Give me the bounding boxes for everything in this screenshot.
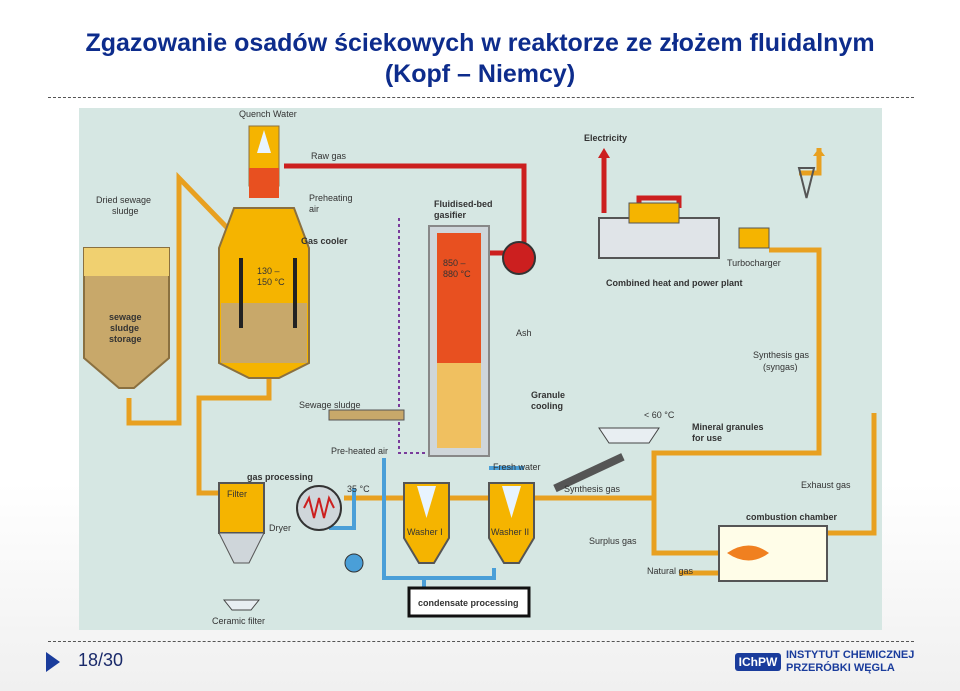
play-triangle-icon bbox=[46, 652, 60, 672]
chp-heat-exchanger bbox=[628, 202, 680, 224]
dryer-water-pipe bbox=[329, 488, 356, 530]
gasifier-label: gasifier bbox=[434, 210, 467, 220]
combustion-chamber-label: combustion chamber bbox=[746, 512, 838, 522]
granule-cooling-label: Granule bbox=[531, 390, 565, 400]
logo-line-1: INSTYTUT CHEMICZNEJ bbox=[786, 649, 915, 661]
logo-mark-text: IChPW bbox=[739, 655, 778, 669]
granule-conveyor bbox=[553, 453, 625, 493]
gas-cooler-temp-label: 130 – bbox=[257, 266, 280, 276]
surplus-gas-label: Surplus gas bbox=[589, 536, 637, 546]
fluidised-bed-label: Fluidised-bed bbox=[434, 199, 493, 209]
filter-hopper bbox=[218, 532, 265, 564]
washer-1 bbox=[403, 482, 450, 564]
ceramic-filter-tray bbox=[222, 599, 261, 611]
logo-text: INSTYTUT CHEMICZNEJ PRZERÓBKI WĘGLA bbox=[786, 649, 914, 675]
bottom-divider bbox=[48, 641, 914, 642]
top-divider bbox=[48, 97, 914, 98]
electricity-arrow bbox=[598, 148, 610, 158]
chp-engine bbox=[598, 217, 720, 259]
slide-title: Zgazowanie osadów ściekowych w reaktorze… bbox=[0, 28, 960, 90]
gas-cooler-label: Gas cooler bbox=[301, 236, 348, 246]
slide-title-line1: Zgazowanie osadów ściekowych w reaktorze… bbox=[85, 29, 875, 57]
turbocharger bbox=[738, 227, 770, 249]
preheating-air-label-2: air bbox=[309, 204, 319, 214]
storage-label-1: sewage bbox=[109, 312, 142, 322]
washer-2-spray bbox=[502, 486, 521, 518]
gasifier-hot-zone bbox=[437, 233, 481, 363]
preheated-air-label: Pre-heated air bbox=[331, 446, 388, 456]
washer-1-spray bbox=[417, 486, 436, 518]
quench-spray bbox=[257, 130, 271, 153]
mineral-granules-label: Mineral granules bbox=[692, 422, 764, 432]
gasifier-temp-label-2: 880 °C bbox=[443, 269, 471, 279]
chp-exhaust-pipe bbox=[799, 148, 822, 176]
gas-cooler-temp-label-2: 150 °C bbox=[257, 277, 285, 287]
syngas-to-chp-pipe bbox=[534, 247, 822, 501]
condensate-processing-label: condensate processing bbox=[418, 598, 519, 608]
mineral-granules-label-2: for use bbox=[692, 433, 722, 443]
quench-water-label: Quench Water bbox=[239, 109, 297, 119]
dryer-label: Dryer bbox=[269, 523, 291, 533]
gas-cooler-sludge bbox=[221, 303, 307, 363]
sludge-conveyor bbox=[328, 409, 405, 421]
water-pump bbox=[344, 553, 364, 573]
washer-2 bbox=[488, 482, 535, 564]
cooler-to-filter-pipe bbox=[196, 378, 272, 496]
dried-sludge-label-2: sludge bbox=[112, 206, 139, 216]
dryer-unit bbox=[296, 485, 342, 531]
chp-exhaust-arrow bbox=[813, 148, 825, 156]
exhaust-stack bbox=[797, 167, 816, 199]
synthesis-gas-label: Synthesis gas bbox=[564, 484, 621, 494]
preheated-air-line bbox=[398, 218, 469, 454]
raw-gas-label: Raw gas bbox=[311, 151, 347, 161]
cooler-tube-left bbox=[239, 258, 243, 328]
washer-1-label: Washer I bbox=[407, 527, 443, 537]
quench-hot-zone bbox=[249, 168, 279, 198]
condensate-processing-box bbox=[407, 586, 531, 618]
mineral-granule-tray bbox=[598, 427, 660, 444]
dryer-coil bbox=[303, 495, 335, 519]
surplus-gas-pipe bbox=[651, 498, 719, 556]
gas-processing-label: gas processing bbox=[247, 472, 313, 482]
exhaust-gas-label: Exhaust gas bbox=[801, 480, 851, 490]
turbocharger-label: Turbocharger bbox=[727, 258, 781, 268]
syngas-label-2: (syngas) bbox=[763, 362, 798, 372]
storage-label-3: storage bbox=[109, 334, 142, 344]
cooler-tube-right bbox=[293, 258, 297, 328]
logo-line-2: PRZERÓBKI WĘGLA bbox=[786, 662, 895, 674]
ceramic-filter-label: Ceramic filter bbox=[212, 616, 265, 626]
filter-label: Filter bbox=[227, 489, 247, 499]
ichpw-logo: IChPW INSTYTUT CHEMICZNEJ PRZERÓBKI WĘGL… bbox=[735, 647, 925, 681]
ash-label: Ash bbox=[516, 328, 532, 338]
exhaust-gas-pipe bbox=[824, 413, 877, 536]
washer-2-label: Washer II bbox=[491, 527, 529, 537]
electricity-label: Electricity bbox=[584, 133, 627, 143]
process-diagram: Quench Water Raw gas Preheating air Drie… bbox=[79, 108, 882, 630]
fresh-water-label: Fresh water bbox=[493, 462, 541, 472]
process-diagram-svg: Quench Water Raw gas Preheating air Drie… bbox=[83, 109, 877, 626]
syngas-label: Synthesis gas bbox=[753, 350, 810, 360]
sludge-feed-pipe bbox=[126, 171, 241, 426]
sewage-sludge-label: Sewage sludge bbox=[299, 400, 361, 410]
natural-gas-label: Natural gas bbox=[647, 566, 694, 576]
preheating-air-label: Preheating bbox=[309, 193, 353, 203]
dried-sludge-label: Dried sewage bbox=[96, 195, 151, 205]
temp-35-label: 35 °C bbox=[347, 484, 370, 494]
gasifier-bed bbox=[437, 363, 481, 448]
storage-label-2: sludge bbox=[110, 323, 139, 333]
silo-top-fill bbox=[84, 248, 169, 276]
burner-flame bbox=[727, 545, 769, 561]
chp-label: Combined heat and power plant bbox=[606, 278, 743, 288]
cyclone bbox=[502, 241, 536, 275]
slide-title-line2: (Kopf – Niemcy) bbox=[384, 60, 576, 88]
granule-cooling-label-2: cooling bbox=[531, 401, 563, 411]
gasifier-temp-label: 850 – bbox=[443, 258, 466, 268]
syngas-pipes bbox=[126, 148, 877, 576]
slide-number: 18/30 bbox=[78, 650, 124, 670]
ichpw-logo-mark-icon: IChPW bbox=[735, 653, 781, 671]
washer-water-loop bbox=[382, 458, 496, 580]
temp-60-label: < 60 °C bbox=[644, 410, 675, 420]
